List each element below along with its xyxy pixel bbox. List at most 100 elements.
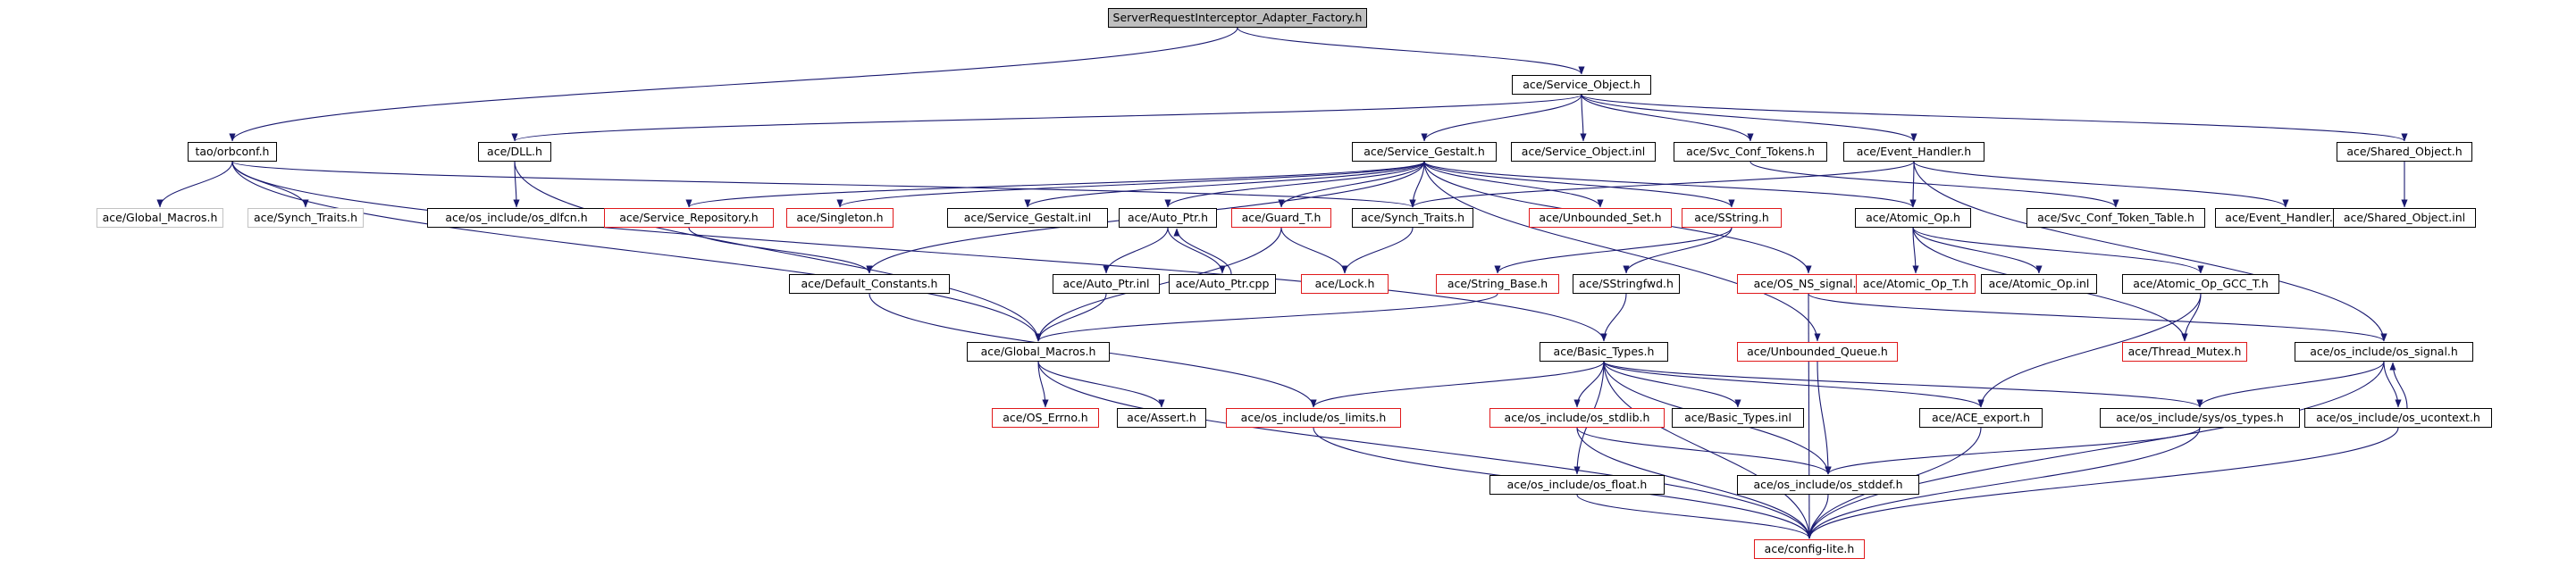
- graph-node-assert[interactable]: ace/Assert.h: [1117, 408, 1206, 428]
- graph-node-basic-types-inl[interactable]: ace/Basic_Types.inl: [1672, 408, 1804, 428]
- graph-node-os-errno[interactable]: ace/OS_Errno.h: [992, 408, 1099, 428]
- edge-service-gestalt-to-sstring: [1423, 161, 1735, 208]
- graph-node-os-stddef[interactable]: ace/os_include/os_stddef.h: [1737, 475, 1919, 495]
- edge-os-signal-to-os-ucontext: [2383, 361, 2402, 408]
- edge-os-ns-signal-to-os-signal: [1808, 293, 2387, 342]
- edge-service-gestalt-to-service-gestalt-inl: [1024, 161, 1425, 208]
- graph-node-lock[interactable]: ace/Lock.h: [1301, 274, 1389, 294]
- edge-event-handler-to-event-handler-inl: [1913, 161, 2289, 208]
- edge-auto-ptr-to-auto-ptr-inl: [1103, 227, 1169, 274]
- graph-node-basic-types[interactable]: ace/Basic_Types.h: [1540, 342, 1668, 362]
- graph-node-service-object[interactable]: ace/Service_Object.h: [1512, 75, 1651, 95]
- graph-node-sstring[interactable]: ace/SString.h: [1682, 208, 1782, 228]
- graph-node-auto-ptr[interactable]: ace/Auto_Ptr.h: [1119, 208, 1217, 228]
- edge-sstringfwd-to-basic-types: [1600, 293, 1627, 342]
- graph-node-os-ucontext[interactable]: ace/os_include/os_ucontext.h: [2304, 408, 2492, 428]
- edge-os-ucontext-to-os-signal: [2389, 362, 2408, 409]
- edge-guard-t-to-lock: [1280, 227, 1348, 274]
- edge-sys-os-types-to-os-stddef: [1825, 427, 2201, 475]
- graph-node-os-ns-signal[interactable]: ace/OS_NS_signal.h: [1737, 274, 1880, 294]
- edge-auto-ptr-to-auto-ptr-cpp: [1167, 227, 1226, 274]
- graph-node-dll[interactable]: ace/DLL.h: [478, 142, 551, 162]
- edge-service-repository-to-default-constants: [688, 227, 873, 274]
- edge-os-ucontext-to-config-lite: [1806, 427, 2399, 539]
- edge-atomic-op-to-atomic-op-inl: [1912, 227, 2043, 274]
- graph-node-synch-traits-ext[interactable]: ace/Synch_Traits.h: [248, 208, 364, 228]
- graph-node-auto-ptr-inl[interactable]: ace/Auto_Ptr.inl: [1053, 274, 1160, 294]
- edge-os-signal-to-sys-os-types: [2196, 361, 2385, 408]
- edge-os-stddef-to-config-lite: [1806, 494, 1829, 539]
- edge-root-to-service-object: [1237, 27, 1585, 75]
- graph-node-sys-os-types[interactable]: ace/os_include/sys/os_types.h: [2100, 408, 2300, 428]
- graph-node-service-gestalt-inl[interactable]: ace/Service_Gestalt.inl: [947, 208, 1108, 228]
- edge-sstring-to-sstringfwd: [1623, 227, 1733, 274]
- graph-node-os-signal[interactable]: ace/os_include/os_signal.h: [2295, 342, 2473, 362]
- edge-atomic-op-gcc-t-to-ace-export: [1977, 293, 2202, 408]
- graph-node-os-float[interactable]: ace/os_include/os_float.h: [1489, 475, 1665, 495]
- edge-service-object-to-service-gestalt: [1421, 94, 1582, 142]
- graph-node-os-stdlib[interactable]: ace/os_include/os_stdlib.h: [1489, 408, 1665, 428]
- graph-node-shared-object[interactable]: ace/Shared_Object.h: [2337, 142, 2472, 162]
- edge-orbconf-to-global-macros: [231, 161, 1042, 342]
- edge-service-object-to-dll: [511, 94, 1582, 142]
- graph-node-string-base[interactable]: ace/String_Base.h: [1436, 274, 1559, 294]
- graph-node-atomic-op-gcc-t[interactable]: ace/Atomic_Op_GCC_T.h: [2122, 274, 2279, 294]
- graph-node-shared-object-inl[interactable]: ace/Shared_Object.inl: [2333, 208, 2476, 228]
- edge-basic-types-to-sys-os-types: [1603, 361, 2203, 408]
- graph-node-os-dlfcn[interactable]: ace/os_include/os_dlfcn.h: [427, 208, 606, 228]
- edge-auto-ptr-inl-to-global-macros: [1035, 293, 1107, 342]
- edge-basic-types-to-os-stdlib: [1573, 361, 1605, 408]
- graph-node-config-lite[interactable]: ace/config-lite.h: [1754, 539, 1865, 559]
- edge-dll-to-global-macros: [514, 161, 1042, 342]
- graph-node-service-repository[interactable]: ace/Service_Repository.h: [604, 208, 774, 228]
- graph-node-os-limits[interactable]: ace/os_include/os_limits.h: [1226, 408, 1401, 428]
- graph-node-event-handler-inl[interactable]: ace/Event_Handler.inl: [2215, 208, 2356, 228]
- edge-synch-traits-to-lock: [1341, 227, 1414, 274]
- graph-node-orbconf[interactable]: tao/orbconf.h: [188, 142, 277, 162]
- edge-service-object-to-svc-conf-tokens: [1581, 94, 1754, 142]
- graph-node-thread-mutex[interactable]: ace/Thread_Mutex.h: [2122, 342, 2247, 362]
- edge-atomic-op-to-atomic-op-t: [1912, 227, 1919, 274]
- edge-orbconf-to-basic-types: [231, 161, 1607, 342]
- graph-node-auto-ptr-cpp[interactable]: ace/Auto_Ptr.cpp: [1169, 274, 1276, 294]
- edge-orbconf-to-global-macros-ext: [156, 161, 233, 208]
- edge-auto-ptr-cpp-to-auto-ptr: [1173, 228, 1232, 275]
- graph-node-atomic-op-inl[interactable]: ace/Atomic_Op.inl: [1981, 274, 2097, 294]
- graph-node-ace-export[interactable]: ace/ACE_export.h: [1919, 408, 2043, 428]
- edge-os-ns-signal-to-config-lite: [1806, 293, 1813, 539]
- edge-service-gestalt-to-unbounded-queue: [1423, 161, 1821, 342]
- edge-service-object-to-event-handler: [1581, 94, 1917, 142]
- edge-svc-conf-tokens-to-svc-conf-token-table: [1749, 161, 2119, 208]
- graph-node-svc-conf-tokens[interactable]: ace/Svc_Conf_Tokens.h: [1674, 142, 1827, 162]
- edge-sstring-to-string-base: [1494, 227, 1733, 274]
- graph-node-global-macros-ext[interactable]: ace/Global_Macros.h: [96, 208, 223, 228]
- graph-node-unbounded-queue[interactable]: ace/Unbounded_Queue.h: [1737, 342, 1898, 362]
- graph-node-default-constants[interactable]: ace/Default_Constants.h: [789, 274, 950, 294]
- graph-node-svc-conf-token-table[interactable]: ace/Svc_Conf_Token_Table.h: [2026, 208, 2205, 228]
- edge-root-to-orbconf: [229, 27, 1238, 142]
- edge-basic-types-to-ace-export: [1603, 361, 1984, 408]
- edge-service-gestalt-to-service-repository: [685, 161, 1425, 208]
- edge-orbconf-to-synch-traits-ext: [231, 161, 309, 208]
- graph-node-guard-t[interactable]: ace/Guard_T.h: [1231, 208, 1331, 228]
- graph-node-singleton[interactable]: ace/Singleton.h: [786, 208, 894, 228]
- edge-os-stdlib-to-os-stddef: [1576, 427, 1832, 475]
- graph-node-sstringfwd[interactable]: ace/SStringfwd.h: [1573, 274, 1680, 294]
- graph-node-atomic-op[interactable]: ace/Atomic_Op.h: [1855, 208, 1971, 228]
- graph-node-service-object-inl[interactable]: ace/Service_Object.inl: [1511, 142, 1656, 162]
- edge-unbounded-queue-to-os-stddef: [1817, 361, 1832, 475]
- edge-basic-types-to-basic-types-inl: [1603, 361, 1741, 408]
- edge-basic-types-to-config-lite: [1603, 361, 1813, 539]
- graph-node-global-macros[interactable]: ace/Global_Macros.h: [967, 342, 1110, 362]
- edge-atomic-op-to-atomic-op-gcc-t: [1912, 227, 2204, 274]
- graph-node-unbounded-set[interactable]: ace/Unbounded_Set.h: [1529, 208, 1672, 228]
- graph-node-synch-traits[interactable]: ace/Synch_Traits.h: [1352, 208, 1473, 228]
- edge-event-handler-to-atomic-op: [1909, 161, 1917, 208]
- edge-os-stdlib-to-config-lite: [1576, 427, 1813, 539]
- edge-atomic-op-gcc-t-to-thread-mutex: [2181, 293, 2202, 342]
- graph-node-event-handler[interactable]: ace/Event_Handler.h: [1843, 142, 1984, 162]
- edge-orbconf-to-synch-traits: [231, 161, 1416, 208]
- graph-node-service-gestalt[interactable]: ace/Service_Gestalt.h: [1352, 142, 1497, 162]
- edge-global-macros-to-config-lite: [1037, 361, 1813, 539]
- graph-node-atomic-op-t[interactable]: ace/Atomic_Op_T.h: [1856, 274, 1976, 294]
